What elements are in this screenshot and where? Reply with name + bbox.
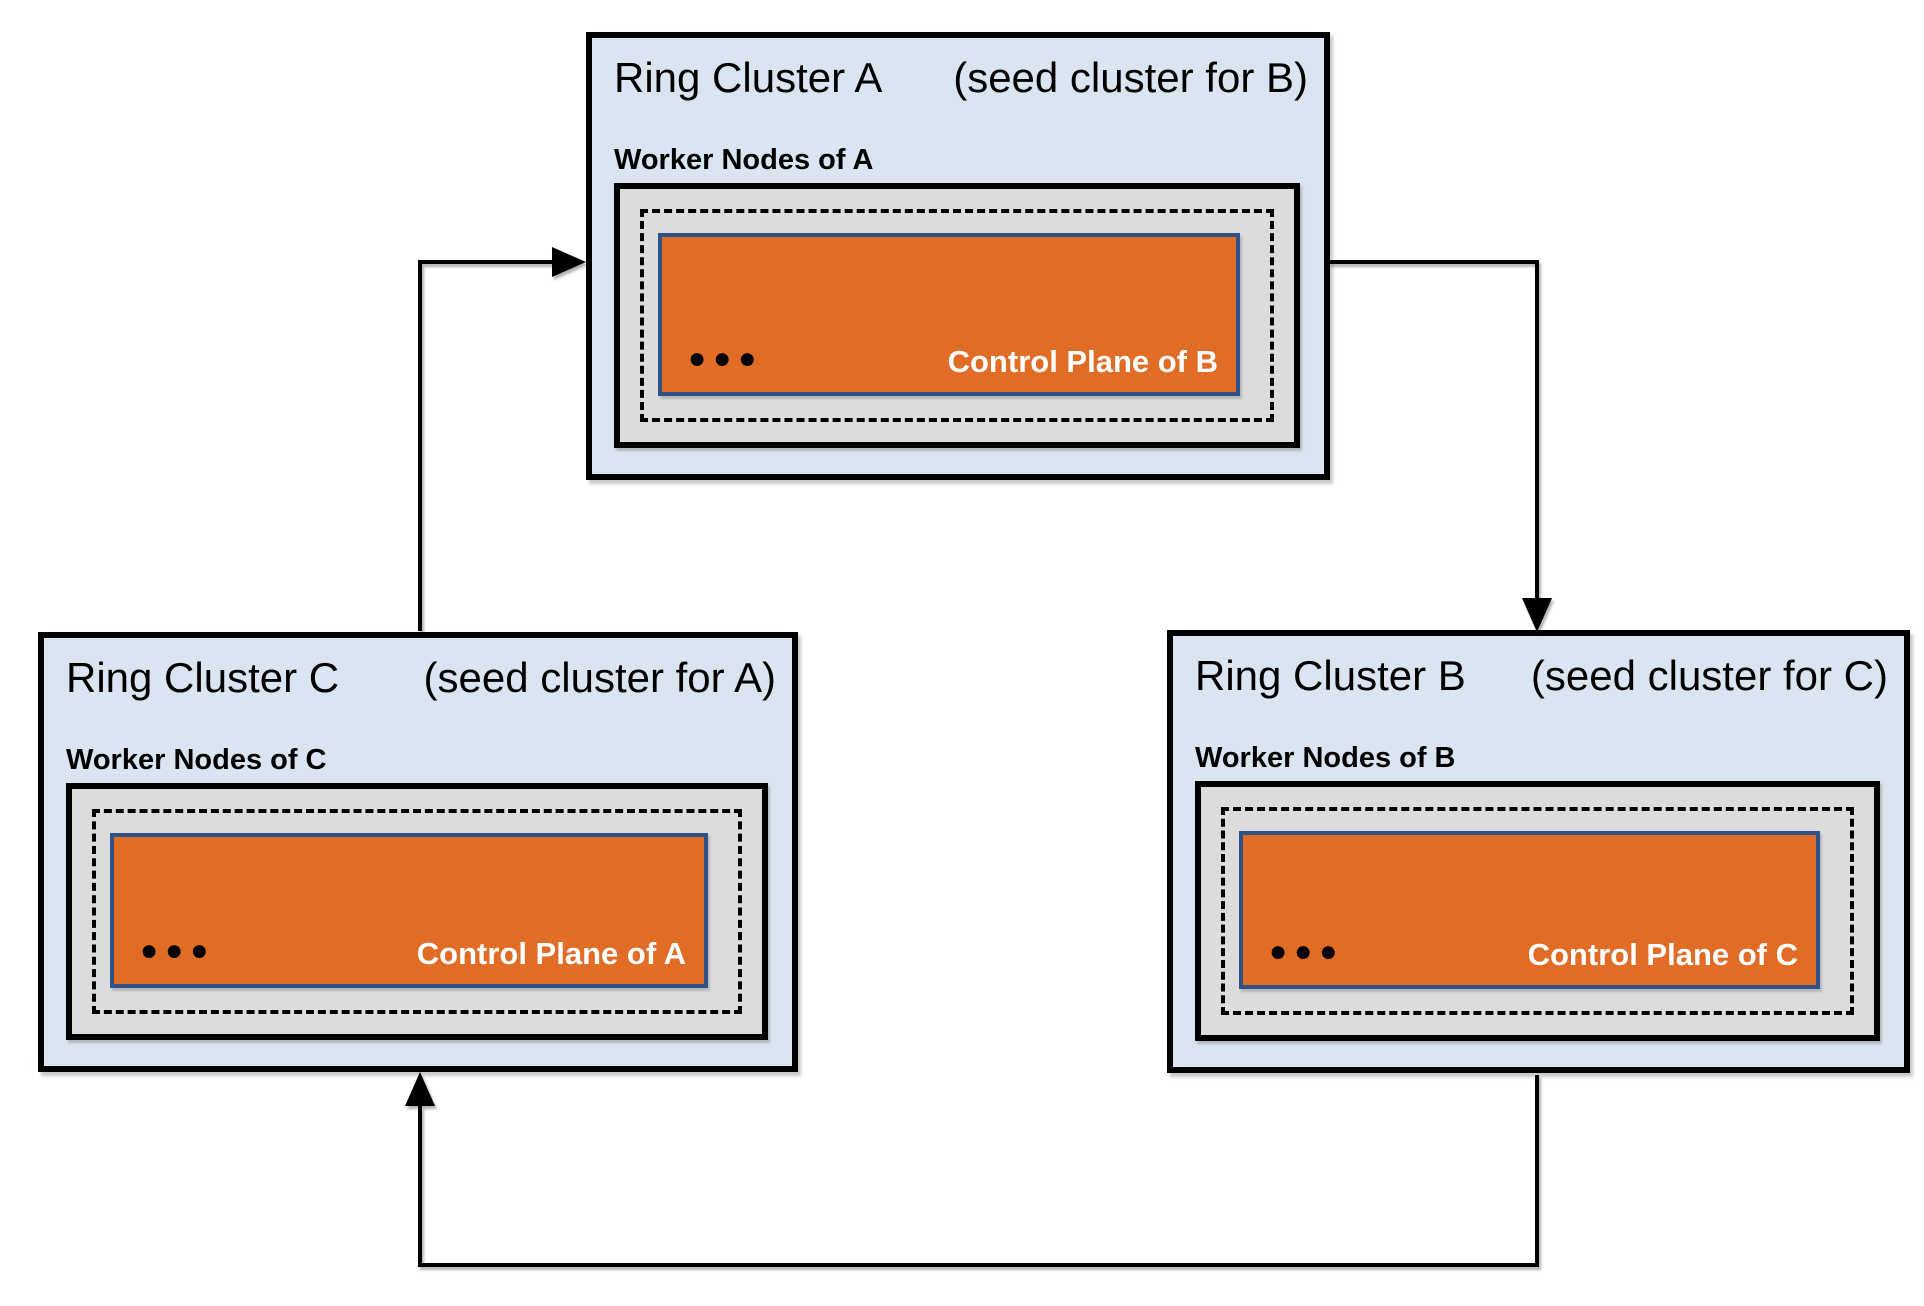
worker-nodes-area: ●●● Control Plane of C: [1195, 781, 1880, 1041]
cluster-c: Ring Cluster C (seed cluster for A) Work…: [38, 632, 798, 1072]
control-plane-box: ●●● Control Plane of C: [1239, 831, 1820, 989]
cluster-a-title-row: Ring Cluster A (seed cluster for B): [592, 38, 1324, 102]
arrow-b-to-c: [418, 1075, 1539, 1267]
control-plane-label: Control Plane of B: [947, 344, 1218, 379]
control-plane-box: ●●● Control Plane of A: [110, 833, 708, 988]
cluster-subtitle: (seed cluster for B): [953, 54, 1308, 101]
arrowhead-into-a: [552, 247, 586, 277]
control-plane-label: Control Plane of C: [1527, 937, 1798, 972]
ellipsis-dots: ●●●: [140, 934, 216, 967]
worker-nodes-label: Worker Nodes of C: [66, 744, 327, 776]
ellipsis-dots: ●●●: [1269, 935, 1345, 968]
worker-nodes-area: ●●● Control Plane of A: [66, 783, 768, 1040]
cluster-b: Ring Cluster B (seed cluster for C) Work…: [1167, 630, 1910, 1073]
cluster-subtitle: (seed cluster for A): [423, 654, 776, 701]
ellipsis-dots: ●●●: [688, 342, 764, 375]
cluster-b-title-row: Ring Cluster B (seed cluster for C): [1173, 636, 1904, 700]
worker-nodes-label: Worker Nodes of A: [614, 144, 874, 176]
cluster-c-title-row: Ring Cluster C (seed cluster for A): [44, 638, 792, 702]
worker-nodes-area: ●●● Control Plane of B: [614, 183, 1300, 448]
cluster-title: Ring Cluster C: [66, 654, 340, 701]
arrow-a-to-b: [1328, 260, 1539, 602]
arrowhead-into-c: [405, 1072, 435, 1106]
control-plane-box: ●●● Control Plane of B: [658, 233, 1240, 396]
dashed-boundary: ●●● Control Plane of B: [640, 209, 1274, 422]
dashed-boundary: ●●● Control Plane of C: [1221, 807, 1854, 1015]
arrow-c-to-a: [418, 260, 556, 631]
cluster-title: Ring Cluster B: [1195, 652, 1466, 699]
cluster-a: Ring Cluster A (seed cluster for B) Work…: [586, 32, 1330, 480]
cluster-subtitle: (seed cluster for C): [1530, 652, 1888, 699]
worker-nodes-label: Worker Nodes of B: [1195, 742, 1456, 774]
dashed-boundary: ●●● Control Plane of A: [92, 809, 742, 1014]
cluster-title: Ring Cluster A: [614, 54, 883, 101]
arrowhead-into-b: [1522, 598, 1552, 632]
control-plane-label: Control Plane of A: [416, 936, 686, 971]
